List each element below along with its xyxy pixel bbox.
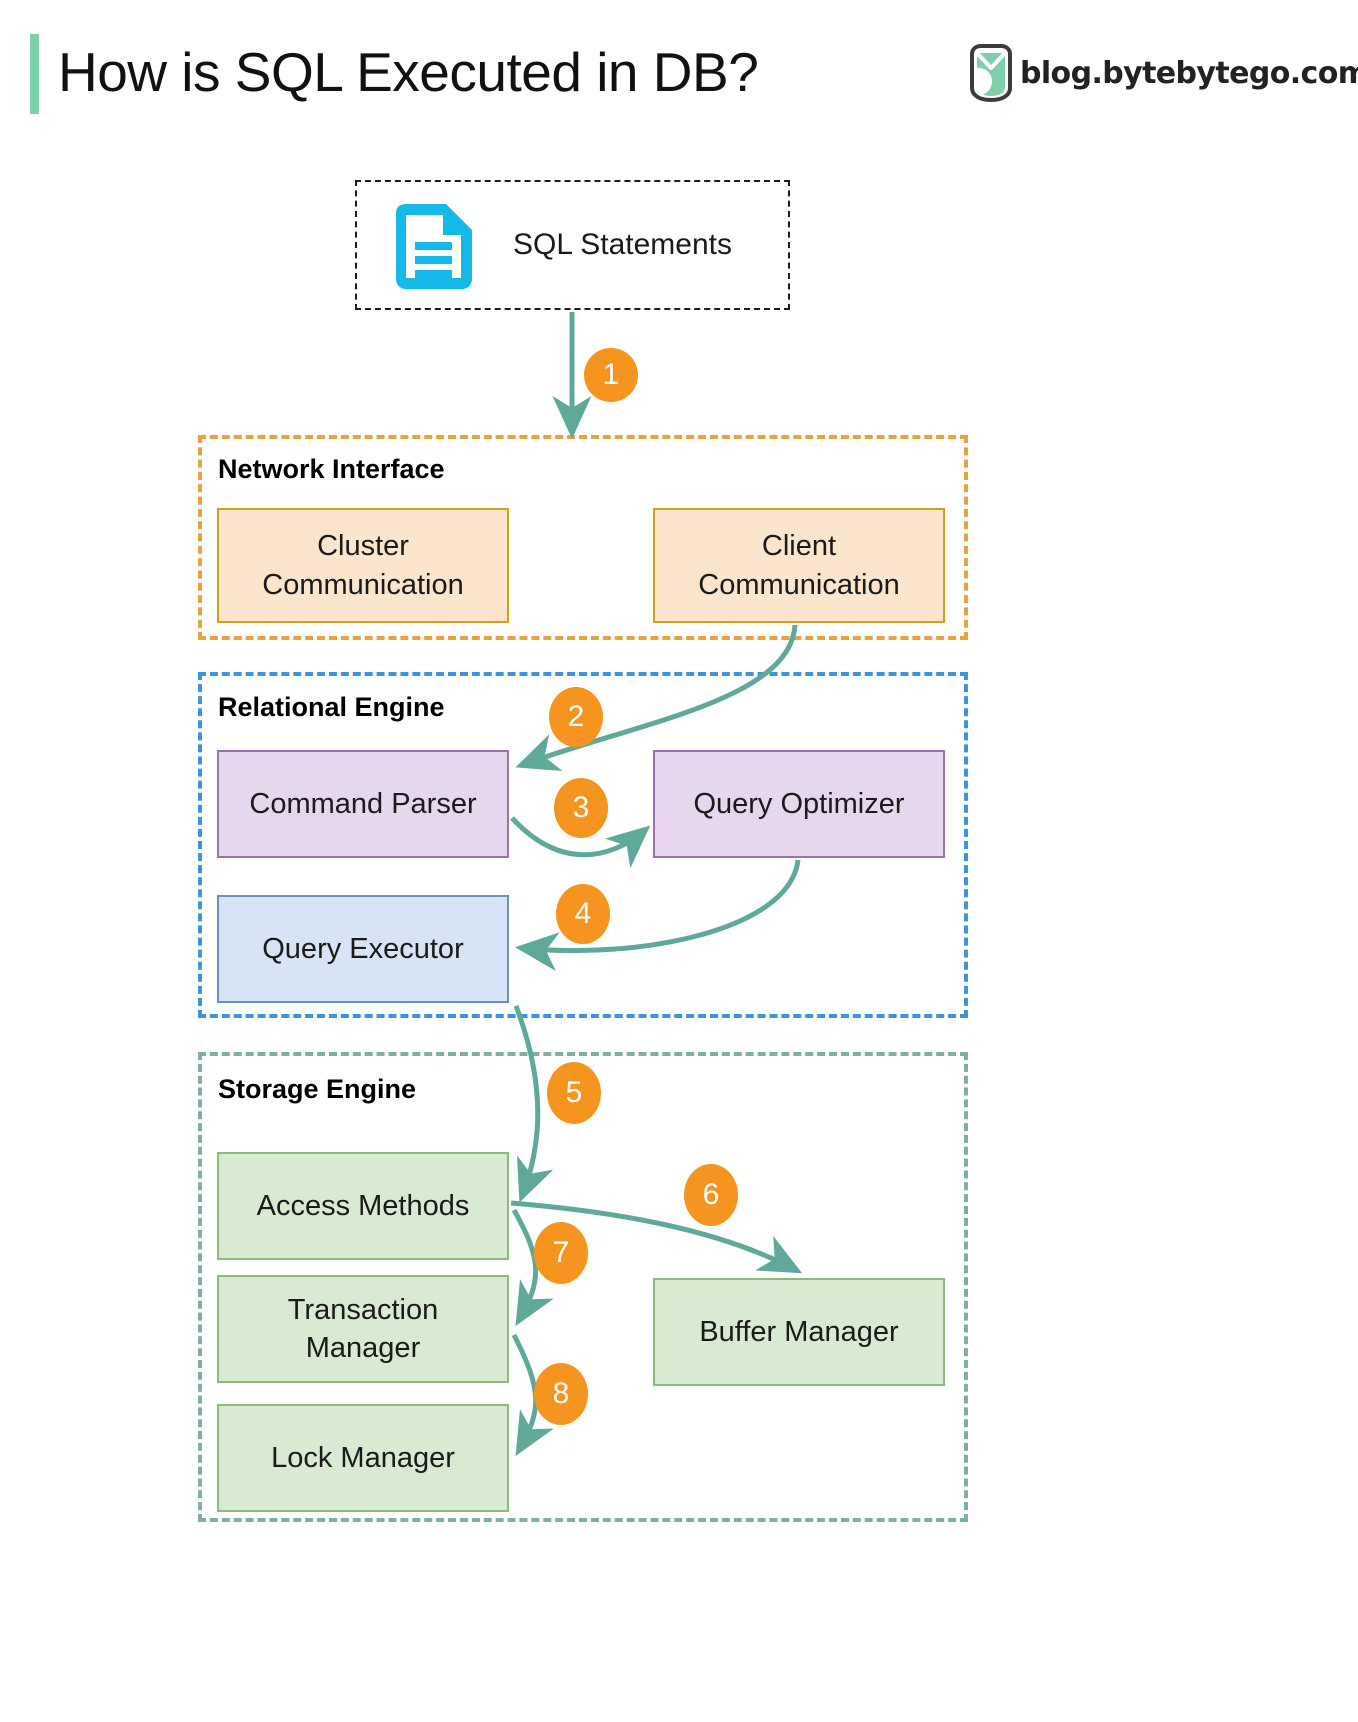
brand-text: blog.bytebytego.com: [1020, 55, 1358, 91]
node-query-executor[interactable]: Query Executor: [217, 895, 509, 1003]
node-access-methods-label: Access Methods: [256, 1189, 470, 1222]
step-badge-6: 6: [684, 1164, 738, 1226]
node-query-executor-label: Query Executor: [262, 932, 464, 965]
node-cluster-communication-line1: Cluster: [317, 530, 409, 563]
node-transaction-manager-line2: Manager: [305, 1332, 421, 1364]
node-access-methods[interactable]: Access Methods: [217, 1152, 509, 1260]
step-badge-1: 1: [584, 348, 638, 402]
node-client-communication-line2: Communication: [698, 568, 900, 601]
page-header: How is SQL Executed in DB? blog.bytebyte…: [0, 28, 1358, 120]
step-badge-8: 8: [534, 1363, 588, 1425]
group-label-relational-engine: Relational Engine: [218, 692, 445, 722]
node-query-optimizer[interactable]: Query Optimizer: [653, 750, 945, 858]
group-label-network-interface: Network Interface: [218, 454, 445, 484]
node-lock-manager[interactable]: Lock Manager: [217, 1404, 509, 1512]
step-badge-5: 5: [547, 1062, 601, 1124]
node-query-optimizer-label: Query Optimizer: [693, 787, 905, 820]
node-buffer-manager[interactable]: Buffer Manager: [653, 1278, 945, 1386]
sql-statements-label: SQL Statements: [513, 228, 732, 261]
document-icon: [396, 204, 472, 289]
node-cluster-communication-line2: Communication: [262, 568, 464, 601]
group-storage-engine: [198, 1052, 968, 1522]
node-lock-manager-label: Lock Manager: [271, 1441, 455, 1474]
node-command-parser-label: Command Parser: [249, 787, 477, 820]
step-badge-7: 7: [534, 1222, 588, 1284]
step-badge-3: 3: [554, 778, 608, 838]
node-transaction-manager[interactable]: Transaction Manager: [217, 1275, 509, 1383]
node-client-communication-line1: Client: [761, 530, 837, 563]
node-cluster-communication[interactable]: Cluster Communication: [217, 508, 509, 623]
node-buffer-manager-label: Buffer Manager: [699, 1315, 899, 1348]
brand-watermark: blog.bytebytego.com: [968, 40, 1358, 106]
node-command-parser[interactable]: Command Parser: [217, 750, 509, 858]
step-badge-4: 4: [556, 884, 610, 944]
node-client-communication[interactable]: Client Communication: [653, 508, 945, 623]
sql-statements-source-box: [355, 180, 790, 310]
step-badge-2: 2: [549, 687, 603, 747]
page-title: How is SQL Executed in DB?: [58, 41, 759, 103]
group-label-storage-engine: Storage Engine: [218, 1074, 417, 1104]
title-accent-bar: [30, 34, 39, 114]
node-transaction-manager-line1: Transaction: [287, 1293, 439, 1326]
bytebytego-logo-icon: [970, 44, 1012, 102]
